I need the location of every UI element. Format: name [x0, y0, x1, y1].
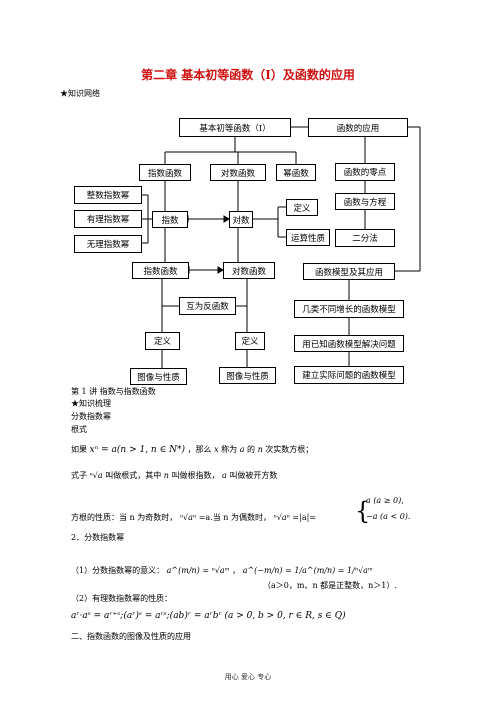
- root-properties-line: 方根的性质：当 n 为奇数时， ⁿ√aⁿ =a.当 n 为偶数时， ⁿ√aⁿ =…: [71, 512, 316, 523]
- box-logarithm: 对数: [229, 211, 253, 228]
- case-nonnegative: a (a ≥ 0),: [366, 496, 404, 505]
- footer: 用心 爱心 专心: [224, 673, 272, 681]
- box-exponent: 指数: [152, 211, 188, 228]
- box-basic-functions: 基本初等函数（Ⅰ）: [179, 118, 291, 137]
- line3-even-expr: ⁿ√aⁿ: [273, 513, 290, 522]
- box-exponential-function: 指数函数: [139, 164, 191, 181]
- fractional-exponent-heading: 分数指数幂: [71, 412, 111, 421]
- box-operation-properties: 运算性质: [286, 229, 330, 246]
- box-logarithmic-function: 对数函数: [210, 164, 266, 181]
- line1-mid: ，那么: [187, 445, 212, 454]
- box-integer-exponent: 整数指数幂: [74, 186, 142, 204]
- box-graph-properties-log: 图像与性质: [219, 367, 276, 384]
- item2-1-sep: ，: [232, 566, 241, 575]
- box-known-models: 用已知函数模型解决问题: [294, 335, 404, 352]
- line2-radical: ⁿ√a: [89, 471, 103, 480]
- line1-n: n: [257, 445, 263, 454]
- item2-1-pre: （1）分数指数幂的意义：: [71, 566, 165, 575]
- item2-heading: 2．分数指数幂: [71, 533, 125, 542]
- line3-pre: 方根的性质：当 n 为奇数时，: [71, 513, 178, 522]
- item2-1-expr2: a^(−m/n) = 1/a^(m/n) = 1/ⁿ√aᵐ: [242, 566, 373, 575]
- box-graph-properties-exp: 图像与性质: [130, 368, 187, 385]
- box-exponential-function-2: 指数函数: [132, 262, 189, 279]
- line2-a: a: [222, 471, 227, 480]
- line1-a: a: [239, 445, 245, 454]
- box-logarithmic-function-2: 对数函数: [223, 262, 275, 279]
- case-negative: −a (a < 0).: [366, 512, 411, 521]
- box-irrational-exponent: 无理指数幂: [74, 235, 142, 253]
- box-definition-exp: 定义: [145, 332, 180, 350]
- radical-terms-line: 式子 ⁿ√a 叫做根式，其中 n 叫做根指数， a 叫做被开方数: [71, 470, 277, 481]
- box-inverse-functions: 互为反函数: [179, 297, 236, 315]
- box-real-problem-models: 建立实际问题的函数模型: [294, 366, 404, 384]
- radical-heading: 根式: [71, 425, 87, 434]
- knowledge-network-heading: ★知识网络: [60, 89, 100, 98]
- item2-2-heading: （2）有理数指数幂的性质：: [71, 594, 173, 603]
- section2-heading: 二、指数函数的图像及性质的应用: [71, 632, 191, 641]
- fractional-exponent-meaning: （1）分数指数幂的意义： a^(m/n) = ⁿ√aᵐ ， a^(−m/n) =…: [71, 565, 373, 576]
- item2-1-expr1: a^(m/n) = ⁿ√aᵐ: [166, 566, 230, 575]
- exponent-rules: aʳ·aˢ = aʳ⁺ˢ;(aʳ)ˢ = aʳˢ;(ab)ʳ = aʳbʳ (a…: [71, 611, 346, 621]
- knowledge-review-heading: ★知识梳理: [71, 399, 111, 408]
- radical-definition-line: 如果 xⁿ = a(n > 1, n ∈ N*) ，那么 x 称为 a 的 n …: [71, 444, 313, 455]
- line2-n: n: [163, 471, 169, 480]
- line1-mid3: 的: [247, 445, 256, 454]
- box-function-and-equation: 函数与方程: [335, 193, 395, 210]
- line2-mid2: 叫做根指数，: [171, 471, 220, 480]
- line1-post: 次实数方根；: [265, 445, 314, 454]
- line3-odd-val: =a.当 n 为偶数时，: [198, 513, 271, 522]
- box-definition-log: 定义: [286, 199, 318, 216]
- line1-mid2: 称为: [221, 445, 238, 454]
- box-bisection: 二分法: [335, 229, 395, 247]
- line2-post: 叫做被开方数: [229, 471, 278, 480]
- lecture-title: 第 1 讲 指数与指数函数: [71, 387, 156, 396]
- chapter-title: 第二章 基本初等函数（Ⅰ）及函数的应用: [141, 68, 355, 82]
- line2-pre: 式子: [71, 471, 87, 480]
- box-rational-exponent: 有理指数幂: [74, 210, 142, 228]
- box-growth-models: 几类不同增长的函数模型: [294, 300, 404, 318]
- box-function-applications: 函数的应用: [308, 118, 408, 137]
- line3-odd-expr: ⁿ√aⁿ: [179, 513, 197, 522]
- fractional-exponent-conditions: （a＞0，m、n 都是正整数，n＞1）.: [263, 581, 397, 590]
- line1-expr: xⁿ = a(n > 1, n ∈ N*): [89, 445, 185, 455]
- line1-x: x: [214, 445, 219, 454]
- box-function-models: 函数模型及其应用: [303, 263, 395, 280]
- line3-even-val: =|a|=: [292, 513, 316, 522]
- box-definition-log-2: 定义: [235, 332, 265, 350]
- box-power-function: 幂函数: [276, 164, 316, 181]
- line1-pre: 如果: [71, 445, 87, 454]
- line2-mid: 叫做根式，其中: [105, 471, 162, 480]
- cases-brace: {: [355, 497, 371, 525]
- box-function-zero: 函数的零点: [335, 163, 395, 181]
